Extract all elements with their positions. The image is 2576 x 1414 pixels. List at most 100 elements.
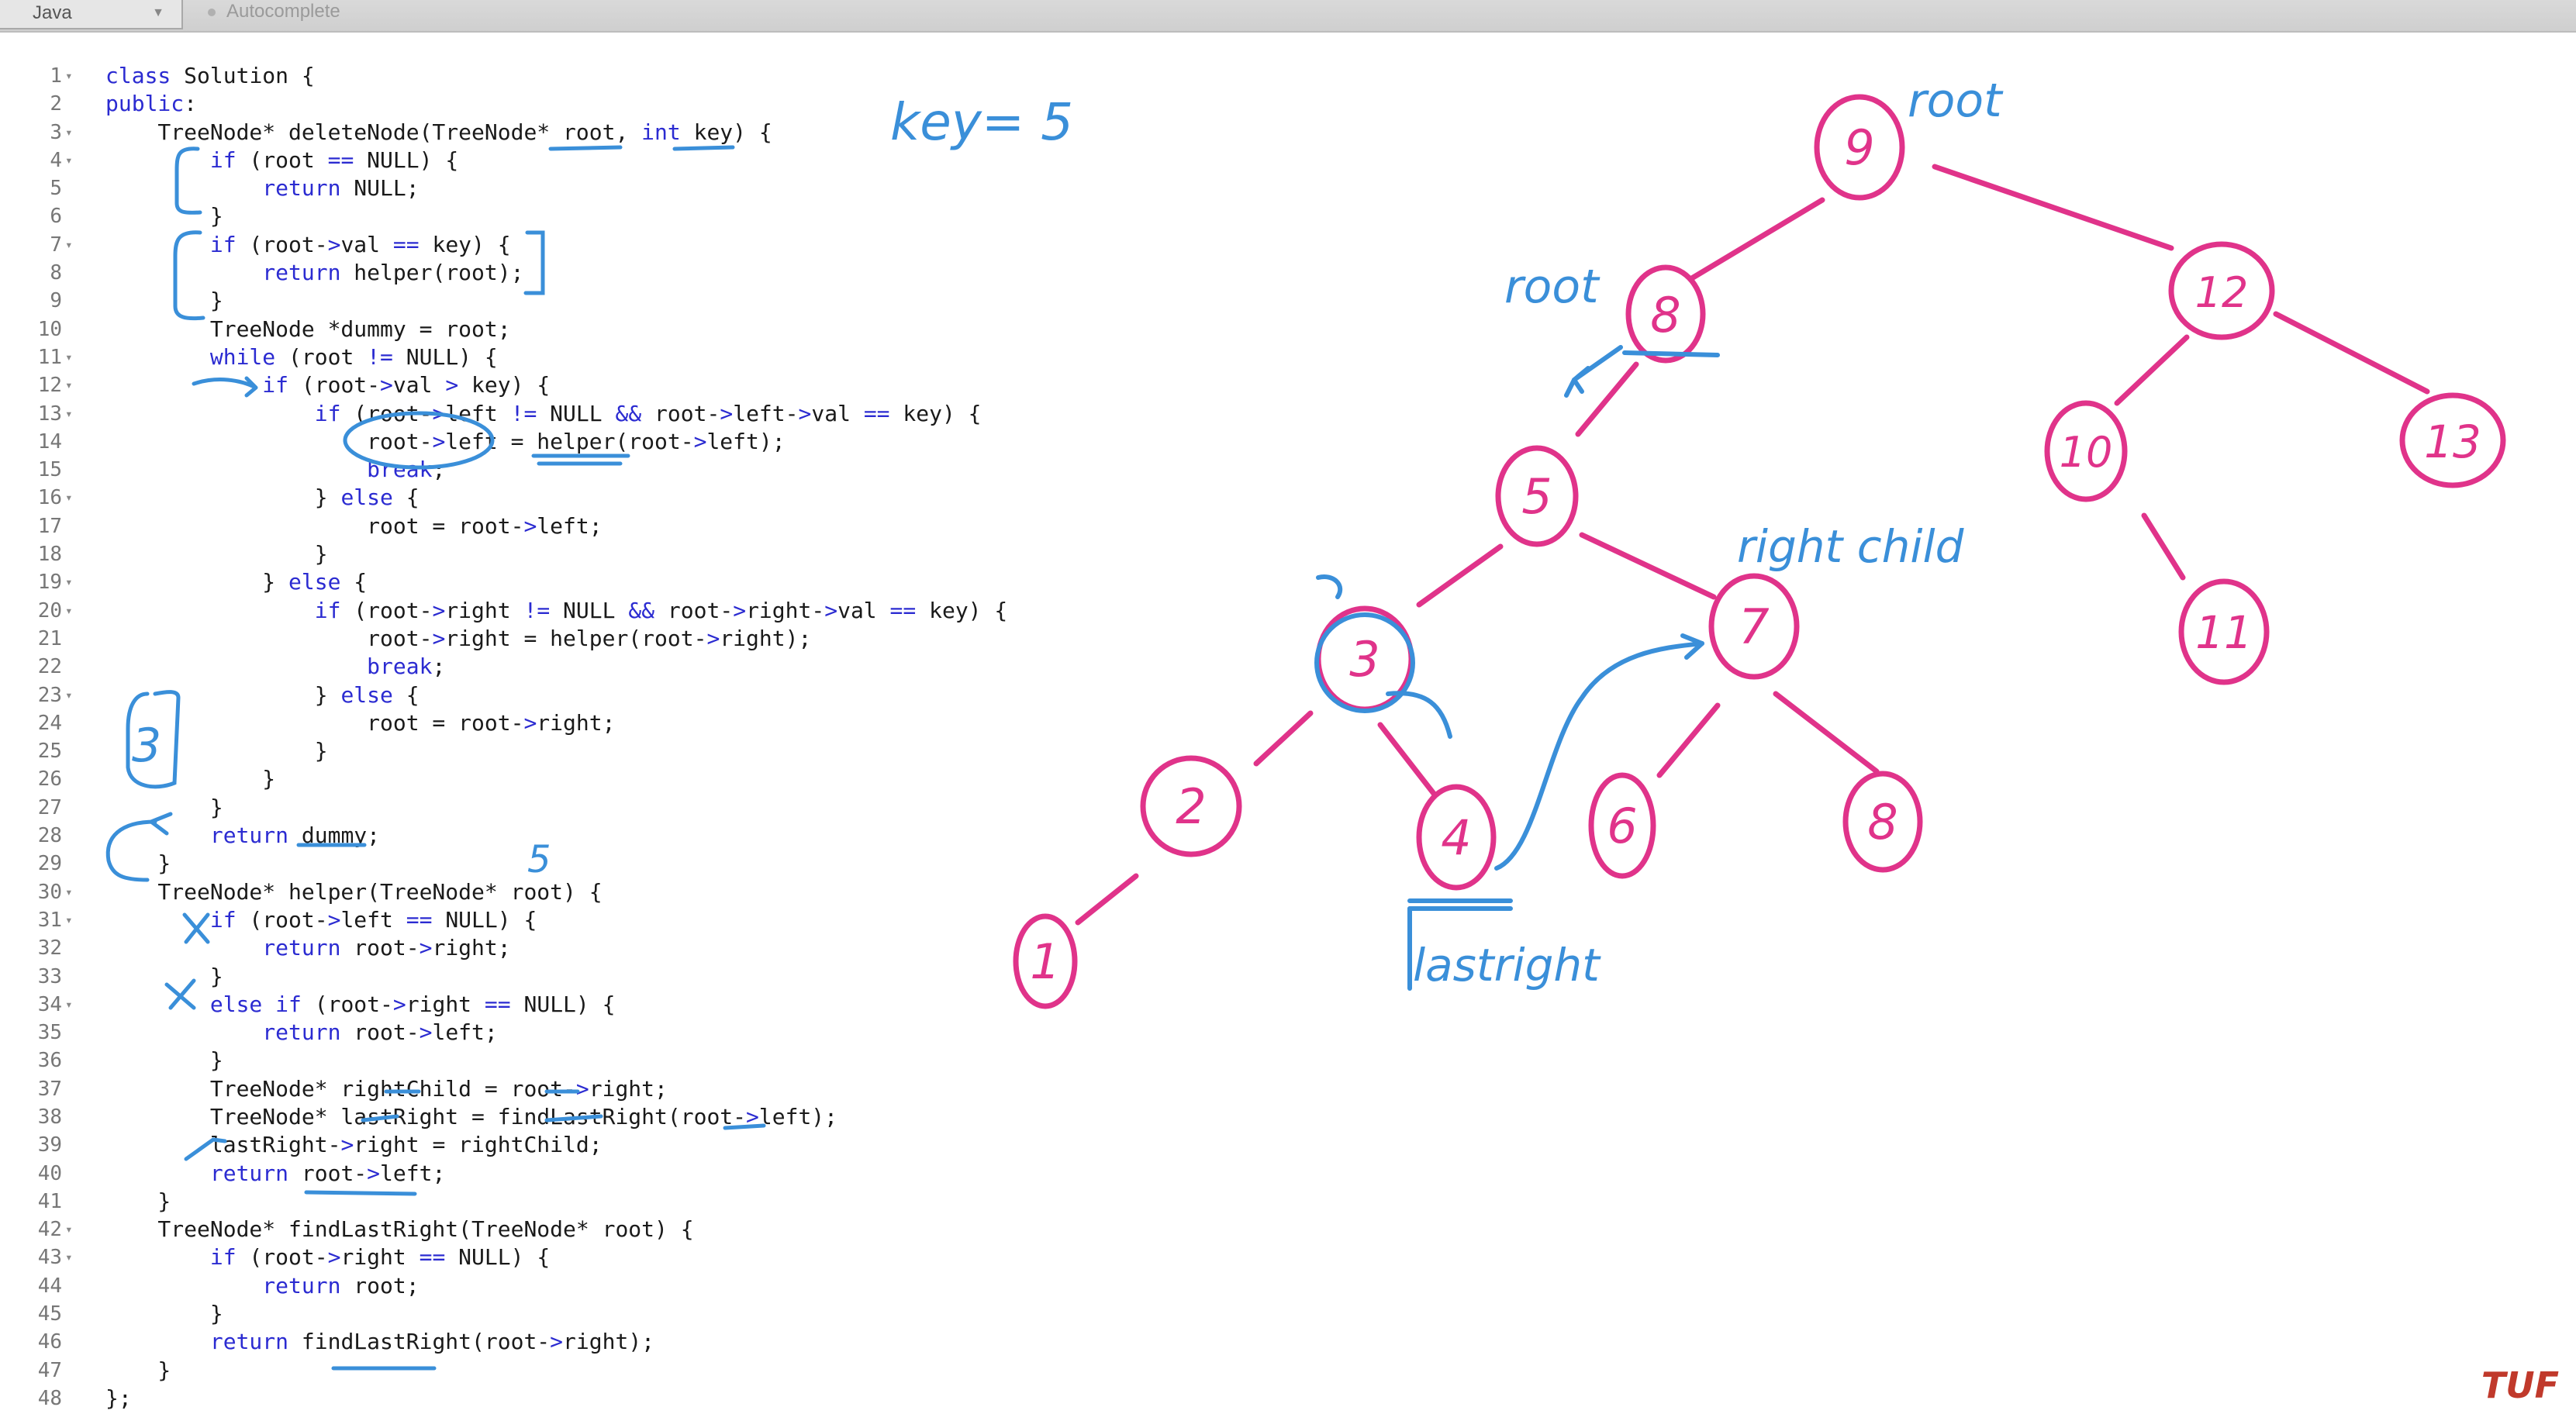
code-line[interactable]: 20▾ if (root->right != NULL && root->rig…	[0, 597, 1008, 625]
code-text: return root;	[262, 1272, 420, 1298]
code-line[interactable]: 29 }	[0, 850, 1008, 878]
code-line[interactable]: 18 }	[0, 540, 1008, 568]
code-line[interactable]: 23▾ } else {	[0, 681, 1008, 709]
fold-toggle-icon[interactable]: ▾	[65, 405, 73, 421]
fold-toggle-icon[interactable]: ▾	[65, 490, 73, 505]
node-12-circle	[2168, 241, 2275, 340]
code-line[interactable]: 10 TreeNode *dummy = root;	[0, 316, 1008, 343]
line-number: 28	[37, 824, 62, 848]
code-line[interactable]: 39 lastRight->right = rightChild;	[0, 1131, 1008, 1159]
code-line[interactable]: 13▾ if (root->left != NULL && root->left…	[0, 400, 1008, 428]
node-label: 9	[1844, 119, 1874, 176]
fold-toggle-icon[interactable]: ▾	[65, 68, 73, 83]
code-text: break;	[367, 654, 446, 680]
line-number: 23	[37, 683, 62, 707]
code-line[interactable]: 42▾ TreeNode* findLastRight(TreeNode* ro…	[0, 1216, 1008, 1243]
fold-toggle-icon[interactable]: ▾	[65, 996, 73, 1012]
code-text: return root->left;	[209, 1160, 446, 1186]
node-label: 6	[1607, 798, 1637, 854]
code-text: else if (root->right == NULL) {	[209, 991, 616, 1017]
code-line[interactable]: 24 root = root->right;	[0, 709, 1008, 737]
code-line[interactable]: 40 return root->left;	[0, 1160, 1008, 1188]
code-line[interactable]: 6 }	[0, 202, 1008, 230]
code-line[interactable]: 11▾ while (root != NULL) {	[0, 343, 1008, 371]
autocomplete-toggle[interactable]: Autocomplete	[208, 0, 340, 26]
code-text: }	[105, 794, 223, 820]
code-line[interactable]: 44 return root;	[0, 1272, 1008, 1300]
fold-toggle-icon[interactable]: ▾	[65, 602, 73, 618]
code-line[interactable]: 21 root->right = helper(root->right);	[0, 625, 1008, 653]
node-2-circle	[1140, 755, 1242, 857]
code-line[interactable]: 12▾ if (root->val > key) {	[0, 371, 1008, 399]
fold-toggle-icon[interactable]: ▾	[65, 152, 73, 167]
fold-toggle-icon[interactable]: ▾	[65, 574, 73, 590]
code-line[interactable]: 1▾class Solution {	[0, 62, 1008, 90]
code-line[interactable]: 43▾ if (root->right == NULL) {	[0, 1243, 1008, 1271]
code-line[interactable]: 32 return root->right;	[0, 934, 1008, 962]
code-line[interactable]: 7▾ if (root->val == key) {	[0, 231, 1008, 259]
code-line[interactable]: 8 return helper(root);	[0, 259, 1008, 287]
code-line[interactable]: 33 }	[0, 963, 1008, 991]
line-number: 5	[50, 177, 62, 201]
code-line[interactable]: 36 }	[0, 1047, 1008, 1074]
node-label: 10	[2060, 428, 2113, 477]
code-line[interactable]: 5 return NULL;	[0, 174, 1008, 202]
five-mark: 5	[527, 838, 551, 881]
bracket-lines-7-9	[173, 230, 205, 321]
fold-toggle-icon[interactable]: ▾	[65, 1250, 73, 1265]
line-number: 1	[50, 64, 62, 88]
code-text: }	[105, 850, 171, 877]
code-line[interactable]: 3▾ TreeNode* deleteNode(TreeNode* root, …	[0, 119, 1008, 147]
code-line[interactable]: 14 root->left = helper(root->left);	[0, 428, 1008, 456]
language-select[interactable]: Java ▼	[0, 0, 183, 29]
code-line[interactable]: 47 }	[0, 1357, 1008, 1385]
tree-node-labels: 9 8 12 5 10 13 3 7 11 2 4 6 8 1	[1030, 119, 2481, 990]
code-line[interactable]: 25 }	[0, 737, 1008, 765]
code-text: while (root != NULL) {	[209, 343, 498, 370]
node-6-circle	[1588, 772, 1656, 879]
code-line[interactable]: 26 }	[0, 765, 1008, 793]
line-number: 17	[37, 514, 62, 538]
code-line[interactable]: 34▾ else if (root->right == NULL) {	[0, 991, 1008, 1019]
code-text: return findLastRight(root->right);	[209, 1329, 655, 1355]
code-line[interactable]: 41 }	[0, 1188, 1008, 1216]
code-text: public:	[105, 91, 198, 117]
code-line[interactable]: 38 TreeNode* lastRight = findLastRight(r…	[0, 1103, 1008, 1131]
code-line[interactable]: 4▾ if (root == NULL) {	[0, 147, 1008, 174]
code-line[interactable]: 19▾ } else {	[0, 568, 1008, 596]
lastright-double-bar	[1407, 898, 1513, 911]
code-text: if (root->left != NULL && root->left->va…	[314, 400, 982, 426]
line-number: 44	[37, 1274, 62, 1298]
fold-toggle-icon[interactable]: ▾	[65, 1222, 73, 1237]
edge-7-8	[1773, 691, 1880, 774]
code-line[interactable]: 35 return root->left;	[0, 1019, 1008, 1047]
fold-toggle-icon[interactable]: ▾	[65, 912, 73, 927]
code-line[interactable]: 45 }	[0, 1300, 1008, 1328]
code-line[interactable]: 17 root = root->left;	[0, 512, 1008, 540]
code-text: }	[105, 541, 328, 567]
code-line[interactable]: 46 return findLastRight(root->right);	[0, 1328, 1008, 1356]
code-line[interactable]: 9 }	[0, 287, 1008, 315]
node-11-circle	[2178, 578, 2270, 685]
code-line[interactable]: 37 TreeNode* rightChild = root->right;	[0, 1075, 1008, 1103]
node-label: 4	[1441, 809, 1471, 866]
line-number: 39	[37, 1133, 62, 1157]
fold-toggle-icon[interactable]: ▾	[65, 378, 73, 393]
code-line[interactable]: 22 break;	[0, 653, 1008, 681]
fold-toggle-icon[interactable]: ▾	[65, 236, 73, 252]
code-line[interactable]: 31▾ if (root->left == NULL) {	[0, 906, 1008, 934]
underline-return-root-left	[304, 1190, 417, 1196]
fold-toggle-icon[interactable]: ▾	[65, 124, 73, 140]
code-line[interactable]: 48};	[0, 1385, 1008, 1412]
line-number: 18	[37, 543, 62, 567]
fold-toggle-icon[interactable]: ▾	[65, 349, 73, 364]
fold-toggle-icon[interactable]: ▾	[65, 884, 73, 899]
code-line[interactable]: 27 }	[0, 794, 1008, 822]
line-number: 46	[37, 1330, 62, 1354]
code-line[interactable]: 30▾ TreeNode* helper(TreeNode* root) {	[0, 878, 1008, 906]
code-line[interactable]: 16▾ } else {	[0, 484, 1008, 512]
fold-toggle-icon[interactable]: ▾	[65, 687, 73, 702]
line-number: 11	[37, 345, 62, 369]
